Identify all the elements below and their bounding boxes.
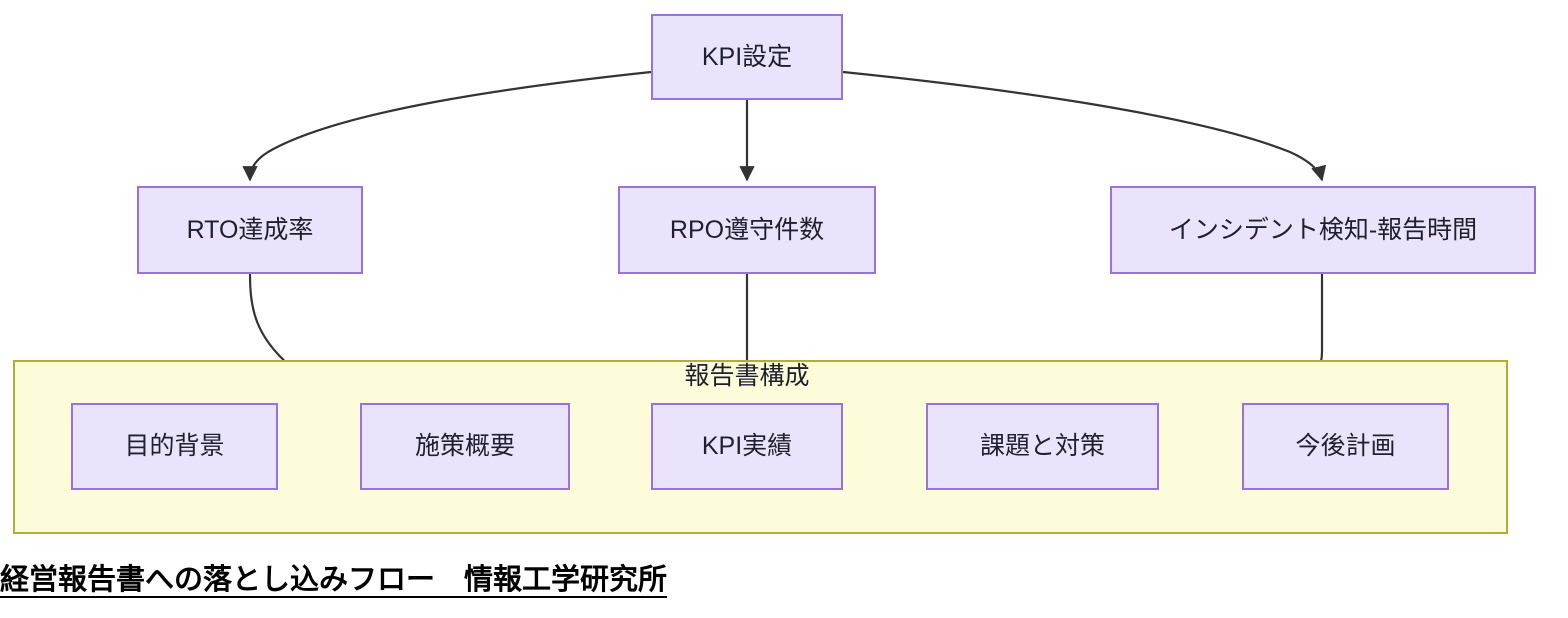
node-purpose-background-label: 目的背景: [124, 432, 225, 460]
edge-kpi-setting-to-rto: [242, 70, 652, 182]
node-future-plan[interactable]: 今後計画: [1242, 403, 1449, 490]
node-kpi-result-label: KPI実績: [701, 432, 793, 460]
node-kpi-result[interactable]: KPI実績: [651, 403, 843, 490]
node-kpi-setting[interactable]: KPI設定: [651, 14, 843, 100]
node-rto-rate-label: RTO達成率: [186, 215, 314, 244]
node-issues-measures-label: 課題と対策: [979, 432, 1105, 460]
node-rto-rate[interactable]: RTO達成率: [137, 186, 363, 274]
node-incident-time-label: インシデント検知-報告時間: [1168, 215, 1478, 244]
node-incident-time[interactable]: インシデント検知-報告時間: [1110, 186, 1536, 274]
node-rpo-count[interactable]: RPO遵守件数: [618, 186, 876, 274]
edge-kpi-setting-to-incident: [842, 70, 1327, 182]
node-issues-measures[interactable]: 課題と対策: [926, 403, 1159, 490]
diagram-caption: 経営報告書への落とし込みフロー 情報工学研究所: [0, 564, 668, 596]
cluster-label-report-structure: 報告書構成: [684, 362, 810, 390]
node-purpose-background[interactable]: 目的背景: [71, 403, 278, 490]
node-measure-overview-label: 施策概要: [414, 432, 515, 460]
node-kpi-setting-label: KPI設定: [701, 42, 793, 71]
node-rpo-count-label: RPO遵守件数: [669, 215, 825, 244]
node-future-plan-label: 今後計画: [1295, 432, 1396, 460]
node-measure-overview[interactable]: 施策概要: [360, 403, 570, 490]
